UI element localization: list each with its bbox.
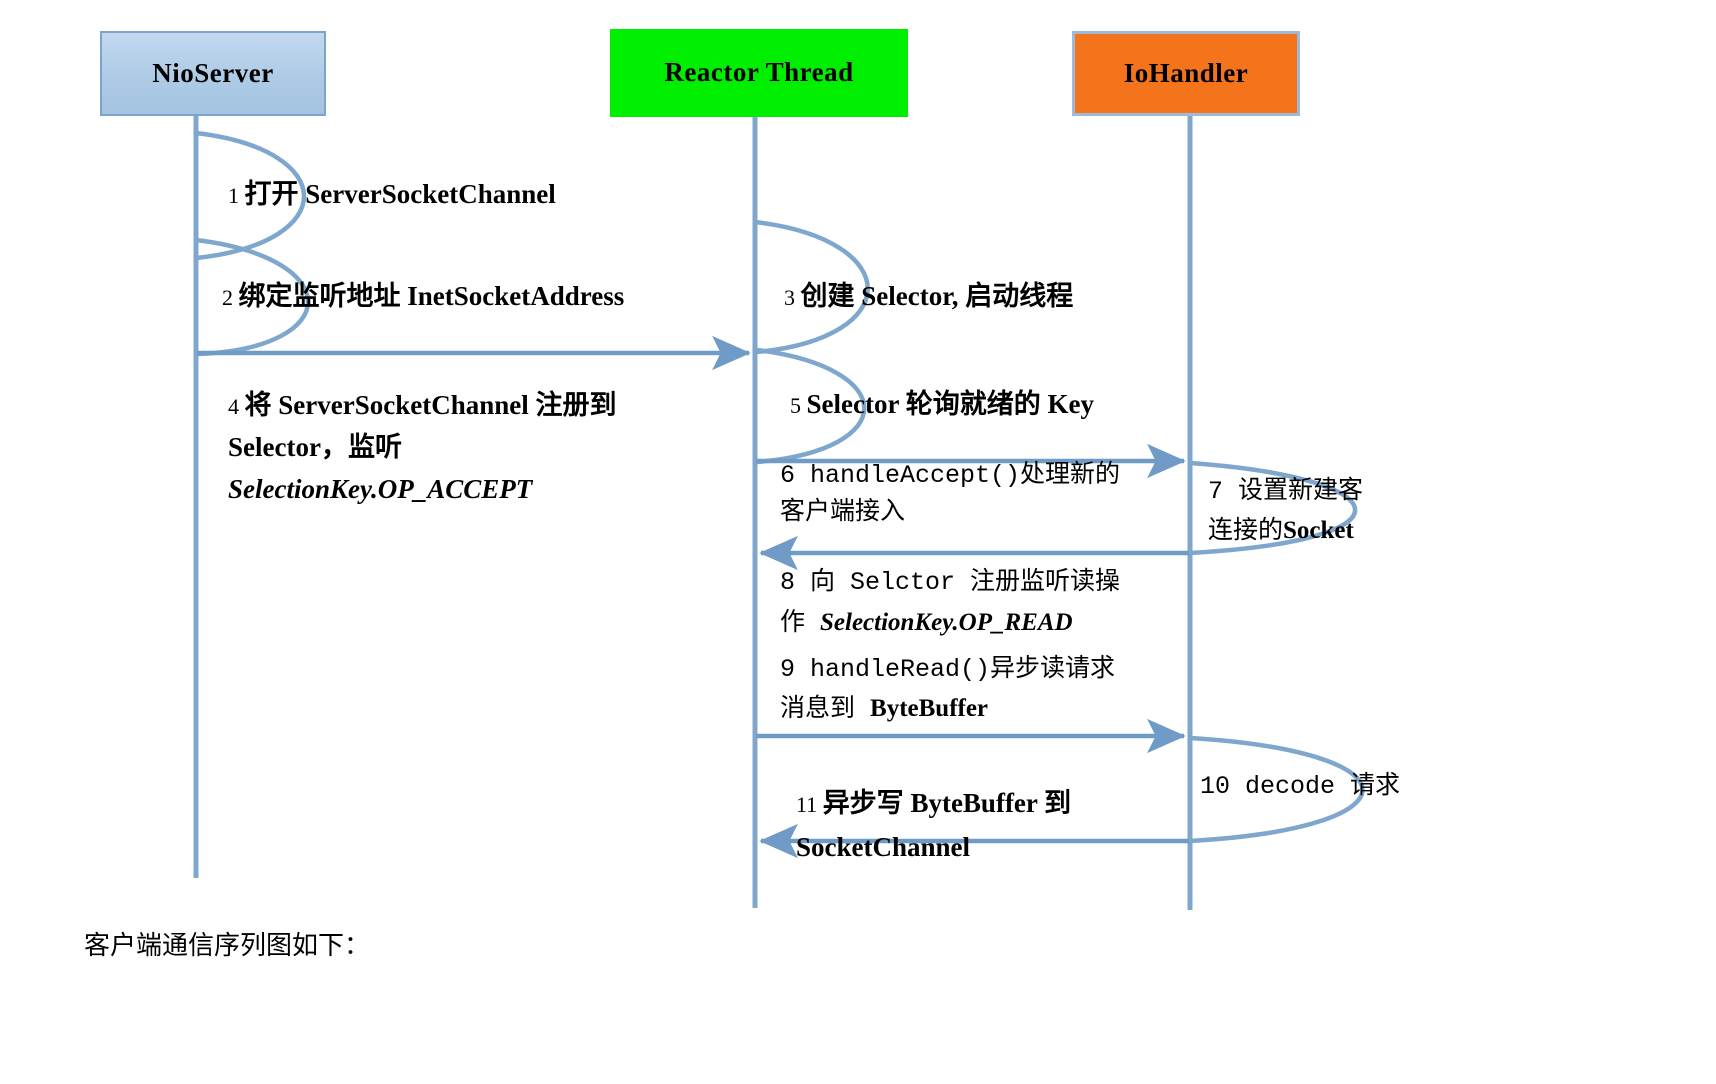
message-line: 连接的Socket — [1208, 512, 1363, 552]
message-text-run: 绑定监听地址 — [238, 281, 408, 311]
message-label-6: 6 handleAccept()处理新的客户端接入 — [780, 457, 1120, 532]
message-line: 3 创建 Selector, 启动线程 — [784, 277, 1073, 315]
message-line: Selector，监听 — [228, 427, 616, 469]
message-text-run: SelectionKey.OP_ACCEPT — [228, 473, 533, 504]
message-text-run: InetSocketAddress — [407, 281, 625, 311]
participant-box-nioserver: NioServer — [100, 31, 326, 116]
message-label-2: 2 绑定监听地址 InetSocketAddress — [222, 277, 624, 315]
message-line: 6 handleAccept()处理新的 — [780, 457, 1120, 494]
message-text-run: ByteBuffer — [870, 694, 989, 722]
message-text-run: 4 — [228, 394, 245, 419]
self-call-arc-10 — [1189, 735, 1365, 844]
message-line: 10 decode 请求 — [1200, 768, 1400, 805]
message-label-10: 10 decode 请求 — [1200, 768, 1400, 805]
message-text-run: 9 handleRead()异步读请求 — [780, 655, 1116, 684]
participant-box-iohandler: IoHandler — [1072, 31, 1300, 116]
message-label-8: 8 向 Selctor 注册监听读操作 SelectionKey.OP_READ — [780, 562, 1120, 644]
message-line: SelectionKey.OP_ACCEPT — [228, 469, 616, 511]
participant-label-nioserver: NioServer — [152, 57, 274, 88]
message-text-run: 6 handleAccept()处理新的 — [780, 461, 1121, 490]
message-text-run: 打开 — [244, 179, 306, 209]
message-text-run: ByteBuffer — [910, 788, 1038, 818]
self-call-arc-7 — [1189, 460, 1358, 556]
page-caption: 客户端通信序列图如下： — [84, 930, 371, 960]
message-label-3: 3 创建 Selector, 启动线程 — [784, 277, 1073, 315]
message-text-run: 轮询就绪的 — [898, 389, 1048, 419]
message-text-run: Selector — [861, 281, 952, 311]
participant-label-iohandler: IoHandler — [1123, 57, 1249, 88]
message-text-run: Selector， — [228, 431, 348, 462]
message-text-run: 11 — [796, 792, 823, 817]
message-label-9: 9 handleRead()异步读请求消息到 ByteBuffer — [780, 650, 1115, 730]
message-line: 1 打开 ServerSocketChannel — [228, 175, 556, 213]
message-text-run: 连接的 — [1208, 516, 1284, 546]
message-label-1: 1 打开 ServerSocketChannel — [228, 175, 556, 213]
message-text-run: 创建 — [800, 281, 862, 311]
self-call-arc-3 — [754, 219, 870, 355]
message-line: 5 Selector 轮询就绪的 Key — [790, 385, 1094, 423]
message-line: 7 设置新建客 — [1208, 472, 1363, 512]
message-text-run: 异步写 — [822, 788, 911, 818]
message-line: SocketChannel — [796, 826, 1071, 870]
message-text-run: ServerSocketChannel — [305, 179, 556, 209]
message-label-5: 5 Selector 轮询就绪的 Key — [790, 385, 1094, 423]
message-text-run: SelectionKey.OP_READ — [820, 609, 1073, 636]
message-text-run: 3 — [784, 285, 801, 310]
participant-label-reactor-thread: Reactor Thread — [664, 57, 854, 88]
message-line: 11 异步写 ByteBuffer 到 — [796, 782, 1071, 826]
message-line: 客户端接入 — [780, 494, 1120, 531]
message-line: 2 绑定监听地址 InetSocketAddress — [222, 277, 624, 315]
message-text-run: 7 设置新建客 — [1208, 477, 1364, 506]
message-text-run: 1 — [228, 183, 245, 208]
message-text-run: 作 — [780, 609, 821, 638]
message-text-run: Selector — [806, 389, 899, 419]
self-call-arc-5 — [756, 347, 867, 465]
message-line: 作 SelectionKey.OP_READ — [780, 603, 1120, 644]
message-line: 4 将 ServerSocketChannel 注册到 — [228, 385, 616, 427]
message-text-run: , 启动线程 — [951, 281, 1074, 311]
message-text-run: 5 — [790, 393, 807, 418]
message-text-run: 到 — [1037, 788, 1072, 818]
message-label-11: 11 异步写 ByteBuffer 到 SocketChannel — [796, 782, 1071, 869]
message-line: 8 向 Selctor 注册监听读操 — [780, 562, 1120, 603]
message-line: 9 handleRead()异步读请求 — [780, 650, 1115, 690]
message-text-run: 10 decode 请求 — [1200, 772, 1401, 801]
message-text-run: Key — [1047, 389, 1094, 419]
message-text-run: 2 — [222, 285, 239, 310]
message-text-run: 监听 — [347, 431, 402, 462]
message-text-run: Socket — [1283, 516, 1354, 544]
message-text-run: 将 — [244, 390, 279, 420]
message-text-run: 客户端接入 — [780, 498, 906, 528]
message-text-run: ServerSocketChannel — [278, 390, 529, 420]
message-line: 消息到 ByteBuffer — [780, 690, 1115, 730]
message-text-run: 8 向 Selctor 注册监听读操 — [780, 568, 1121, 597]
message-text-run: SocketChannel — [796, 831, 971, 862]
message-text-run: 消息到 — [780, 694, 871, 724]
message-text-run: 注册到 — [528, 390, 617, 420]
participant-box-reactor-thread: Reactor Thread — [610, 29, 908, 117]
self-call-arc-2 — [195, 237, 311, 357]
message-label-7: 7 设置新建客连接的Socket — [1208, 472, 1363, 552]
